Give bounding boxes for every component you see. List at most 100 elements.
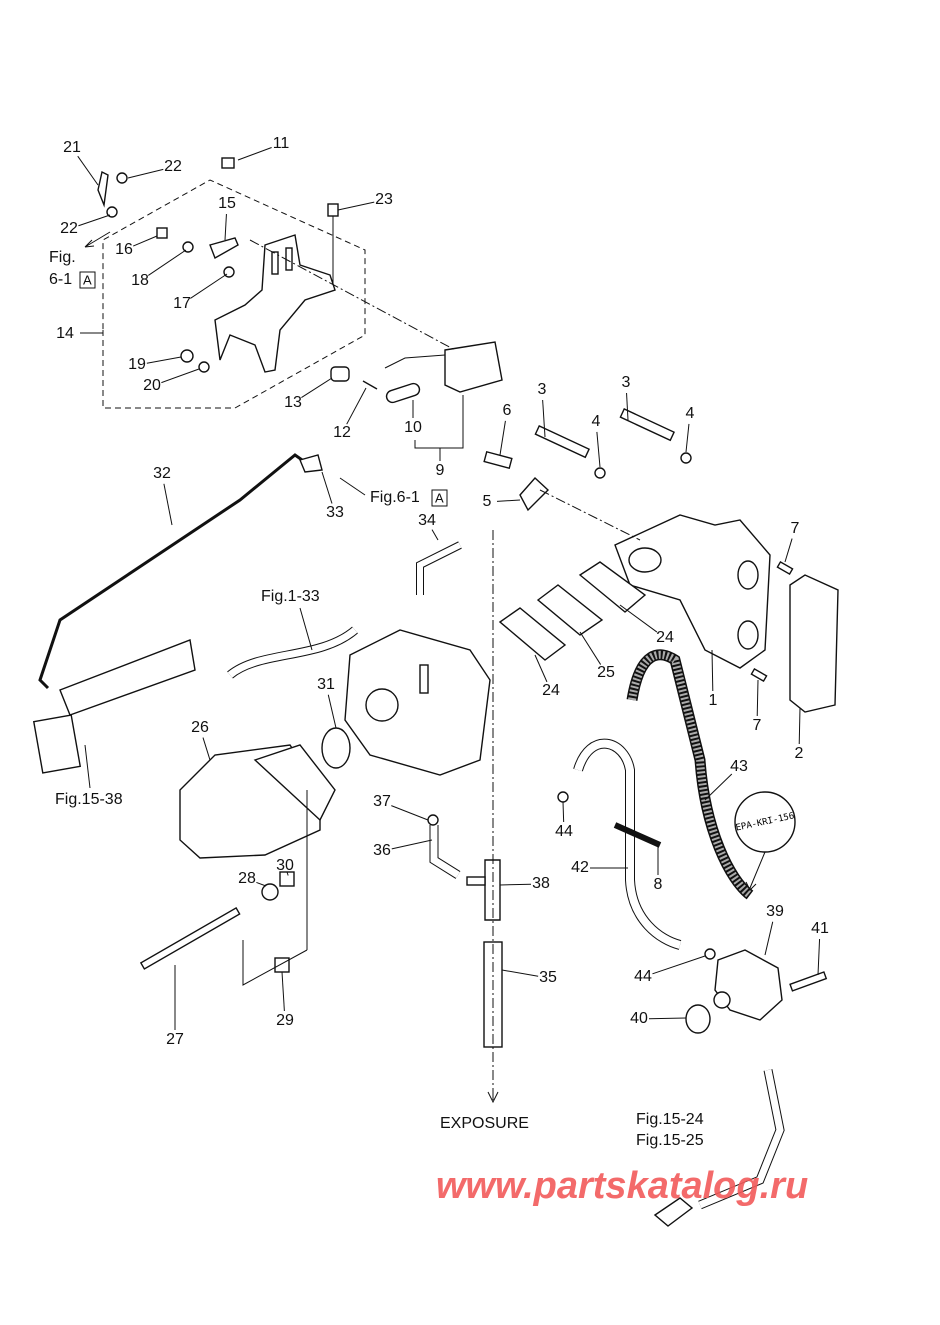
- assembly-line: [242, 940, 308, 986]
- callout-number[interactable]: 9: [436, 462, 445, 479]
- watermark: www.partskatalog.ru: [436, 1165, 808, 1207]
- callout-number[interactable]: 24: [542, 682, 560, 699]
- callout-number[interactable]: 15: [218, 195, 236, 212]
- callout-number[interactable]: 22: [60, 220, 78, 237]
- callout-number[interactable]: 29: [276, 1012, 294, 1029]
- callout-leader: [202, 737, 211, 761]
- callout-number[interactable]: 28: [238, 870, 256, 887]
- callout-leader: [127, 168, 164, 179]
- callout-leader: [652, 955, 706, 975]
- callout-number[interactable]: 4: [592, 413, 601, 430]
- callout-number[interactable]: 22: [164, 158, 182, 175]
- callout-number[interactable]: 27: [166, 1031, 184, 1048]
- bracket-slot: [285, 247, 293, 271]
- callout-number[interactable]: 2: [795, 745, 804, 762]
- ref-fig-1-33[interactable]: Fig.1-33: [261, 588, 320, 605]
- callout-number[interactable]: 24: [656, 629, 674, 646]
- callout-number[interactable]: 21: [63, 139, 81, 156]
- callout-number[interactable]: 31: [317, 676, 335, 693]
- callout-leader: [711, 649, 714, 692]
- callout-number[interactable]: 23: [375, 191, 393, 208]
- assembly-line: [249, 239, 456, 351]
- bolt-41: [789, 971, 828, 992]
- callout-leader: [596, 431, 601, 468]
- callout-number[interactable]: 37: [373, 793, 391, 810]
- callout-leader: [704, 773, 733, 801]
- assembly-line: [539, 489, 641, 541]
- callout-number[interactable]: 10: [404, 419, 422, 436]
- callout-number[interactable]: 36: [373, 842, 391, 859]
- callout-number[interactable]: 41: [811, 920, 829, 937]
- ref-box-letter: A: [83, 272, 92, 287]
- callout-number[interactable]: 44: [555, 823, 573, 840]
- callout-leader: [817, 938, 821, 976]
- ref-fig-15-25[interactable]: Fig.15-25: [636, 1132, 704, 1149]
- callout-number[interactable]: 5: [483, 493, 492, 510]
- callout-number[interactable]: 11: [273, 135, 290, 152]
- callout-number[interactable]: 12: [333, 424, 351, 441]
- washer-4: [680, 452, 692, 464]
- ref-fig-15-24[interactable]: Fig.15-24: [636, 1111, 704, 1128]
- ref-fig-15-38[interactable]: Fig.15-38: [55, 791, 123, 808]
- callout-leader: [562, 801, 565, 823]
- callout-number[interactable]: 1: [709, 692, 718, 709]
- callout-number[interactable]: 32: [153, 465, 171, 482]
- callout-number[interactable]: 3: [622, 374, 631, 391]
- callout-number[interactable]: 8: [654, 876, 663, 893]
- callout-leader: [237, 147, 272, 161]
- callout-leader: [133, 235, 158, 247]
- ref-leader: [84, 744, 91, 789]
- callout-number[interactable]: 38: [532, 875, 550, 892]
- dowel-7: [776, 560, 794, 576]
- callout-number[interactable]: 4: [686, 405, 695, 422]
- callout-number[interactable]: 44: [634, 968, 652, 985]
- callout-number[interactable]: 42: [571, 859, 589, 876]
- callout-number[interactable]: 17: [173, 295, 191, 312]
- bolt-23: [327, 203, 339, 217]
- callout-leader: [286, 871, 289, 876]
- callout-number[interactable]: 18: [131, 272, 149, 289]
- callout-leader: [148, 249, 187, 276]
- band-8: [613, 822, 662, 848]
- callout-number[interactable]: 34: [418, 512, 436, 529]
- callout-leader: [685, 423, 690, 453]
- callout-number[interactable]: 19: [128, 356, 146, 373]
- callout-number[interactable]: 40: [630, 1010, 648, 1027]
- silencer-tube: [59, 639, 196, 716]
- callout-number[interactable]: 35: [539, 969, 557, 986]
- callout-number[interactable]: 3: [538, 381, 547, 398]
- o-ring-31: [321, 727, 351, 769]
- callout-number[interactable]: 14: [56, 325, 74, 342]
- hose-42: [574, 739, 682, 949]
- spacer-25: [536, 584, 604, 636]
- solenoid-9: [444, 341, 503, 393]
- collar-29: [274, 957, 290, 973]
- callout-leader: [619, 604, 658, 633]
- callout-number[interactable]: 7: [753, 717, 762, 734]
- ref-leader: [299, 607, 313, 651]
- ref-arrow: [84, 231, 111, 248]
- clip-37: [427, 814, 439, 826]
- callout-number[interactable]: 43: [730, 758, 748, 775]
- callout-number[interactable]: 30: [276, 857, 294, 874]
- callout-number[interactable]: 20: [143, 377, 161, 394]
- carburetor-jet: [419, 664, 429, 694]
- callout-number[interactable]: 16: [115, 241, 133, 258]
- callout-number[interactable]: 26: [191, 719, 209, 736]
- clip-44: [557, 791, 569, 803]
- ref-fig-6-1-right[interactable]: Fig.6-1: [370, 489, 420, 506]
- ref-fig-6-1-left[interactable]: Fig.: [49, 249, 76, 266]
- callout-leader: [542, 399, 546, 438]
- callout-leader: [346, 387, 367, 425]
- callout-number[interactable]: 25: [597, 664, 615, 681]
- callout-number[interactable]: 7: [791, 520, 800, 537]
- callout-number[interactable]: 13: [284, 394, 302, 411]
- callout-leader: [579, 631, 602, 665]
- callout-number[interactable]: 6: [503, 402, 512, 419]
- callout-number[interactable]: 33: [326, 504, 344, 521]
- callout-number[interactable]: 39: [766, 903, 784, 920]
- ref-fig-6-1-left-num[interactable]: 6-1: [49, 271, 72, 288]
